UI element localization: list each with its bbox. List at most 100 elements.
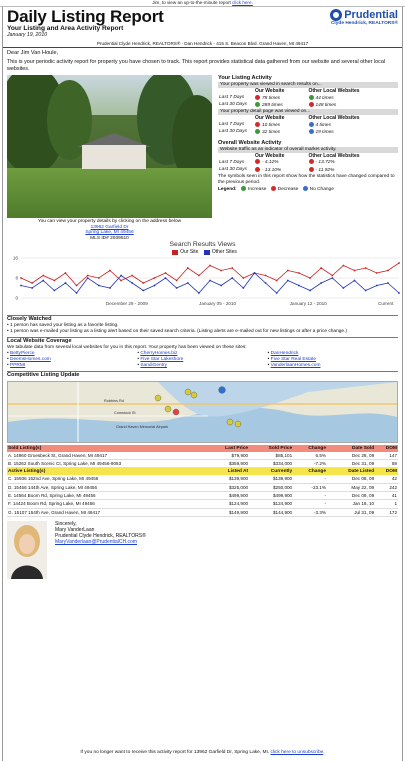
data-point xyxy=(209,279,211,282)
data-point xyxy=(131,282,134,285)
map-label-comstock: Comstock St xyxy=(114,411,136,415)
map-pin-e[interactable] xyxy=(218,386,226,394)
legend-swatch-our-site xyxy=(172,249,179,255)
data-point xyxy=(320,267,323,270)
legend-our-site: Our Site xyxy=(180,249,199,256)
data-point xyxy=(353,279,356,282)
table-row: D. 15456 144th Ave, Spring Lake, MI 4945… xyxy=(7,483,398,492)
map-pin-b[interactable] xyxy=(190,391,198,398)
main-section: You can view your property details by cl… xyxy=(3,73,402,241)
data-point xyxy=(242,277,245,280)
data-point xyxy=(242,287,245,290)
chart-legend: Our Site Other Sites xyxy=(7,249,398,256)
decrease-icon xyxy=(255,121,260,127)
increase-icon xyxy=(255,101,260,107)
map-pin-g[interactable] xyxy=(234,420,242,427)
report-header: Daily Listing Report Your Listing and Ar… xyxy=(3,7,402,48)
prudential-rock-icon xyxy=(330,9,343,21)
overall-bar-text: Website traffic as an indicator of overa… xyxy=(218,146,398,153)
report-title: Daily Listing Report xyxy=(7,7,164,26)
house-image xyxy=(82,145,146,169)
table-row: G. 15107 154th Ave, Grand Haven, MI 4941… xyxy=(7,508,398,517)
site-link[interactable]: BettyPierce xyxy=(10,350,35,356)
competitive-update: Competitive Listing Update xyxy=(3,369,402,379)
data-point xyxy=(75,292,78,295)
site-link[interactable]: Five Star Lakeshore xyxy=(140,356,184,362)
site-link[interactable]: VanderlaanHomes.com xyxy=(270,362,321,368)
data-point xyxy=(64,272,67,275)
data-point xyxy=(153,277,156,280)
data-point xyxy=(253,272,256,275)
x-tick-label: January 05 - 2010 xyxy=(199,301,236,306)
map-svg: Grand Haven Memorial Airpark Robbins Rd … xyxy=(8,381,397,442)
site-link[interactable]: DanHendrick xyxy=(270,350,299,356)
map-pin-c[interactable] xyxy=(154,394,162,401)
data-point xyxy=(331,274,334,277)
data-point xyxy=(53,289,56,292)
data-point xyxy=(109,287,111,290)
activity-title: Your Listing Activity xyxy=(218,75,272,81)
decrease-icon xyxy=(255,159,260,165)
listing-activity: Your Listing Activity Your property was … xyxy=(218,75,398,241)
data-point xyxy=(309,277,311,280)
property-city-link[interactable]: Spring Lake, MI 49456 xyxy=(85,230,134,236)
decrease-icon xyxy=(308,159,314,165)
no-change-icon xyxy=(308,128,314,134)
data-point xyxy=(298,284,300,287)
site-link[interactable]: PPRMI xyxy=(10,362,26,368)
data-point xyxy=(42,274,45,277)
site-link[interactable]: CherryHomes.biz xyxy=(140,350,178,356)
signature-text: Sincerely, Mary VanderLaan Prudential Cl… xyxy=(55,521,146,579)
signature: Sincerely, Mary VanderLaan Prudential Cl… xyxy=(3,517,402,579)
data-point xyxy=(331,277,334,280)
data-point xyxy=(164,277,167,280)
table-row: E. 14564 Boom Rd, Spring Lake, MI 49456$… xyxy=(7,491,398,501)
x-tick-label: December 29 - 2009 xyxy=(106,301,148,306)
symbols-note: The symbols seen in this report show how… xyxy=(218,173,395,185)
up-to-date-report-link[interactable]: click here. xyxy=(232,0,253,5)
data-point xyxy=(375,272,378,275)
data-point xyxy=(264,274,267,277)
data-point xyxy=(197,274,200,277)
data-point xyxy=(342,287,345,290)
data-point xyxy=(97,277,100,280)
site-link[interactable]: DeemsHomes.com xyxy=(10,356,51,362)
map-pin-f[interactable] xyxy=(226,418,234,425)
property-address-link[interactable]: 13962 Garfield Dr xyxy=(90,224,129,230)
logo-word: Prudential xyxy=(344,9,398,21)
agent-name: Mary VanderLaan xyxy=(55,526,95,533)
report-frame: Daily Listing Report Your Listing and Ar… xyxy=(2,7,403,761)
data-point xyxy=(175,279,178,282)
map-pin-d[interactable] xyxy=(164,405,172,412)
data-point xyxy=(153,284,156,287)
data-point xyxy=(320,282,323,285)
data-point xyxy=(220,284,223,287)
decrease-icon xyxy=(308,166,314,172)
top-note: Jim, to view an up-to-the-minute report … xyxy=(0,0,405,7)
competitive-title: Competitive Listing Update xyxy=(7,370,398,379)
data-point xyxy=(31,287,34,290)
y-tick-label: 16 xyxy=(13,256,19,261)
data-point xyxy=(386,282,389,285)
closely-line-1: • 1 person has saved your listing as a f… xyxy=(7,323,119,329)
data-point xyxy=(97,284,100,287)
competitive-map[interactable]: Grand Haven Memorial Airpark Robbins Rd … xyxy=(7,380,398,443)
data-point xyxy=(31,282,34,285)
map-pin-subject[interactable] xyxy=(172,408,180,415)
header-text: Daily Listing Report Your Listing and Ar… xyxy=(7,7,164,48)
chart-title: Search Results Views xyxy=(169,241,236,249)
agent-photo xyxy=(7,520,47,579)
data-point xyxy=(42,279,45,282)
data-point xyxy=(231,267,234,270)
site-link[interactable]: Five Star Real Estate xyxy=(270,356,316,362)
unsubscribe-link[interactable]: click here to unsubscribe xyxy=(270,750,324,755)
detail-bar-text: Your property detail page was viewed on.… xyxy=(218,108,398,115)
data-point xyxy=(342,264,345,267)
map-pin-a[interactable] xyxy=(184,388,192,395)
agent-email-link[interactable]: MaryVanderlaan@PrudentialCH.com xyxy=(55,538,137,545)
data-point xyxy=(286,269,289,272)
site-link[interactable]: SandiGentry xyxy=(140,362,168,368)
